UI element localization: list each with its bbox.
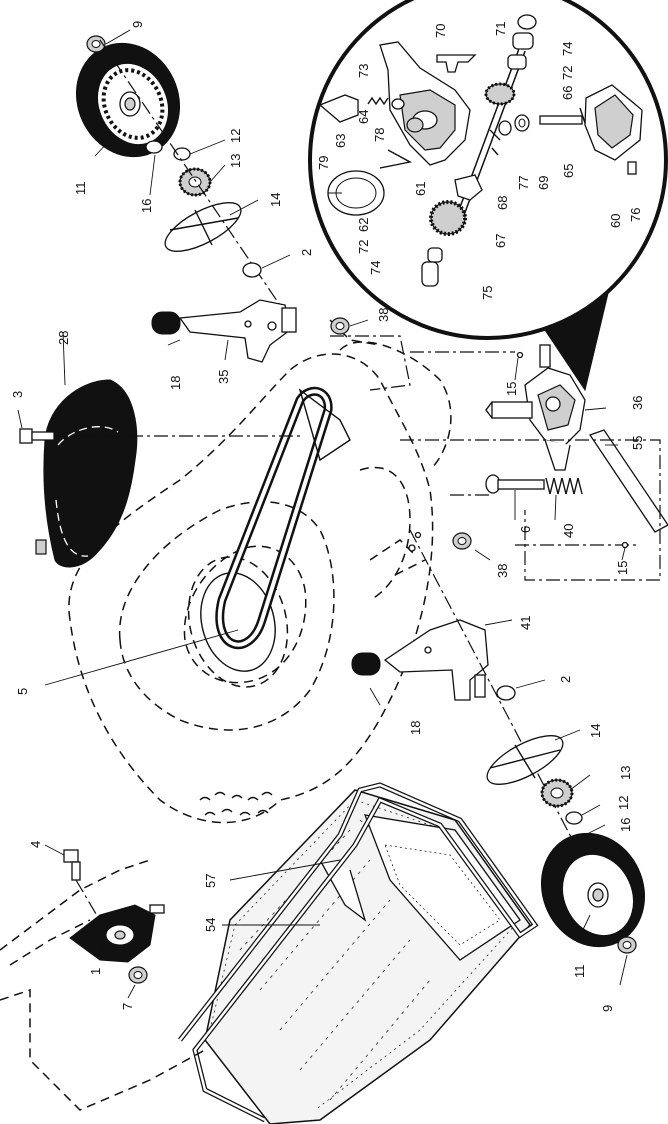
washer-12-top: [173, 147, 191, 161]
callout-54: 54: [203, 918, 218, 932]
nut-9-bottom: [617, 936, 637, 954]
callout-71: 71: [493, 22, 508, 36]
callout-18-top: 18: [168, 376, 183, 390]
callout-74-bottom: 74: [368, 261, 383, 275]
rear-flap-28: [35, 379, 138, 568]
callout-74-top: 74: [560, 42, 575, 56]
callout-41: 41: [518, 616, 533, 630]
height-adjuster-35: [151, 299, 297, 363]
callout-18-bottom: 18: [408, 721, 423, 735]
callout-11-bottom: 11: [572, 965, 587, 979]
screw-3: [19, 428, 300, 444]
spring-40: [545, 477, 583, 495]
bushing-2-top: [242, 262, 262, 278]
transmission-36: [485, 344, 586, 471]
callout-63: 63: [333, 134, 348, 148]
pin-15-top: [516, 351, 524, 359]
callout-2-bottom: 2: [558, 676, 573, 683]
assembly-frame-right: [330, 335, 661, 581]
callout-75: 75: [480, 286, 495, 300]
callout-67: 67: [493, 234, 508, 248]
handle-bracket-1: [69, 904, 165, 963]
callout-9-top: 9: [130, 21, 145, 28]
leader-lines: [17, 29, 628, 999]
drive-belt: [215, 386, 351, 650]
callout-40: 40: [561, 524, 576, 538]
callout-3: 3: [10, 391, 25, 398]
deck-vents: [199, 791, 273, 816]
callout-35: 35: [216, 370, 231, 384]
callout-13-bottom: 13: [618, 766, 633, 780]
callout-15-top: 15: [504, 382, 519, 396]
callout-9-bottom: 9: [600, 1005, 615, 1012]
callout-78: 78: [372, 128, 387, 142]
bolt-4: [63, 849, 81, 881]
callout-1: 1: [88, 968, 103, 975]
callout-15-bottom: 15: [615, 561, 630, 575]
callout-55: 55: [630, 436, 645, 450]
callout-72-bottom: 72: [356, 240, 371, 254]
callout-60: 60: [608, 214, 623, 228]
callout-73: 73: [356, 64, 371, 78]
grass-bag-54: [204, 789, 531, 1124]
callout-57: 57: [203, 874, 218, 888]
callout-2-top: 2: [299, 249, 314, 256]
rod-55: [588, 429, 668, 533]
height-adjuster-41: [351, 619, 489, 701]
callout-36: 36: [630, 396, 645, 410]
washer-16-top: [145, 140, 163, 154]
nut-38-bottom: [452, 532, 472, 550]
callout-12-bottom: 12: [616, 796, 631, 810]
callout-76: 76: [628, 208, 643, 222]
wheel-11-bottom: [540, 832, 646, 948]
gear-13-top: [178, 167, 212, 197]
callout-4: 4: [28, 841, 43, 848]
callout-64: 64: [356, 110, 371, 124]
callout-61: 61: [413, 182, 428, 196]
callout-77: 77: [516, 176, 531, 190]
bag-frame-57: [178, 782, 539, 1123]
callout-14-bottom: 14: [588, 724, 603, 738]
hubcap-14-top: [164, 202, 242, 252]
callout-70: 70: [433, 24, 448, 38]
bushing-2-bottom: [496, 685, 516, 701]
callout-12-top: 12: [228, 129, 243, 143]
mower-deck-outline: [68, 319, 452, 824]
callout-38-top: 38: [376, 308, 391, 322]
nut-7: [128, 966, 148, 984]
wheel-11-top: [75, 42, 181, 158]
callout-13-top: 13: [228, 154, 243, 168]
callout-11-top: 11: [73, 182, 88, 196]
callout-69: 69: [536, 176, 551, 190]
pin-15-bottom: [621, 541, 629, 549]
callout-16-bottom: 16: [618, 818, 633, 832]
axle-line-top: [99, 39, 291, 321]
callout-72-top: 72: [560, 66, 575, 80]
handle-outline: [0, 859, 206, 1111]
washer-12-bottom: [565, 811, 583, 825]
callout-5: 5: [15, 688, 30, 695]
callout-68: 68: [495, 196, 510, 210]
callout-7: 7: [120, 1003, 135, 1010]
callout-62: 62: [356, 218, 371, 232]
callout-65: 65: [561, 164, 576, 178]
bolt-6: [485, 474, 545, 494]
callout-38-bottom: 38: [495, 564, 510, 578]
callout-28: 28: [56, 331, 71, 345]
callout-79: 79: [316, 156, 331, 170]
hubcap-14-bottom: [486, 735, 564, 785]
callout-16-top: 16: [139, 199, 154, 213]
callout-66: 66: [560, 86, 575, 100]
gear-13-bottom: [540, 778, 574, 808]
callout-14-top: 14: [268, 193, 283, 207]
callout-6: 6: [518, 526, 533, 533]
part-labels: 9 11 16 12 13 14 2 18 35 38 28 3 15 36 5…: [10, 21, 645, 1012]
detail-parts: [318, 14, 643, 287]
nut-38-top: [330, 317, 350, 335]
